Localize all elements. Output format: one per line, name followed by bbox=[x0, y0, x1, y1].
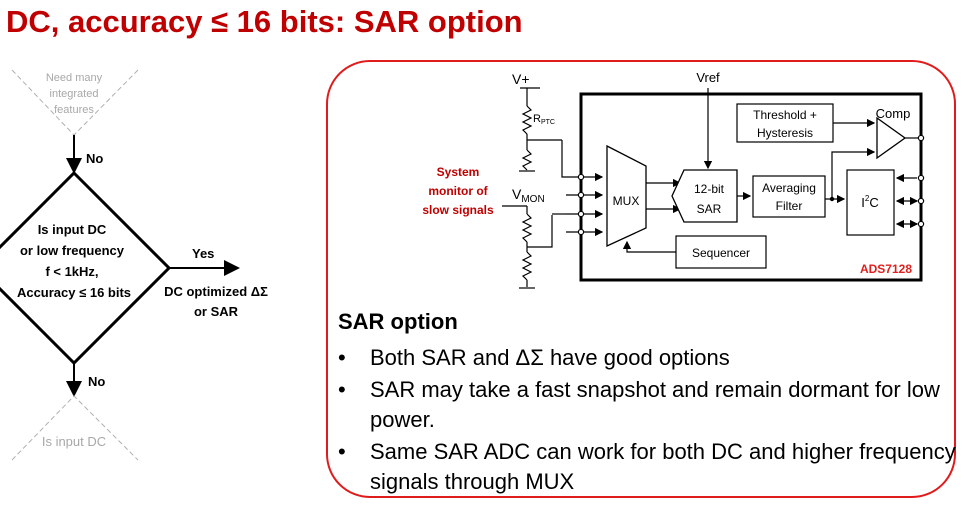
part-number: ADS7128 bbox=[860, 262, 912, 276]
i2c-pin-2 bbox=[917, 197, 925, 205]
decision-flowchart: Need many integrated features No Is inpu… bbox=[0, 69, 268, 461]
wire-to-mux-1 bbox=[561, 140, 604, 182]
threshold-line-1: Threshold + bbox=[753, 108, 817, 122]
averaging-filter-block bbox=[752, 175, 826, 218]
sar-option-panel bbox=[326, 60, 956, 498]
rptc-label: RPTC bbox=[533, 113, 555, 126]
system-label-line-1: System bbox=[437, 165, 480, 179]
threshold-line-2: Hysteresis bbox=[757, 126, 813, 140]
input-pin-3 bbox=[577, 210, 585, 218]
top-label-line-3: features bbox=[54, 104, 94, 116]
decision-line-4: Accuracy ≤ 16 bits bbox=[17, 285, 131, 300]
input-pin-4 bbox=[577, 228, 585, 236]
avg-line-1: Averaging bbox=[762, 181, 816, 195]
no-label-bottom: No bbox=[88, 374, 105, 389]
i2c-pin-3 bbox=[917, 220, 925, 228]
sar-line-1: 12-bit bbox=[694, 182, 725, 196]
wire-avg-comp bbox=[831, 147, 876, 199]
vref-label: Vref bbox=[696, 70, 720, 85]
bullet-item-2: • SAR may take a fast snapshot and remain… bbox=[338, 375, 958, 435]
mux-block bbox=[606, 144, 647, 248]
system-label-line-3: slow signals bbox=[422, 203, 494, 217]
decision-line-2: or low frequency bbox=[20, 243, 125, 258]
result-line-1: DC optimized ΔΣ bbox=[164, 284, 268, 299]
vplus-label: V+ bbox=[512, 71, 530, 87]
comp-output-pin bbox=[917, 134, 925, 142]
page-title: DC, accuracy ≤ 16 bits: SAR option bbox=[6, 4, 523, 39]
chip-outline bbox=[579, 92, 923, 282]
top-label-line-2: integrated bbox=[50, 88, 99, 100]
bullet-item-3: • Same SAR ADC can work for both DC and h… bbox=[338, 437, 958, 497]
no-label-top: No bbox=[86, 151, 103, 166]
vmon-label: VMON bbox=[512, 186, 545, 205]
i2c-pin-1 bbox=[917, 174, 925, 182]
bullet-item-1: • Both SAR and ΔΣ have good options bbox=[338, 343, 958, 373]
vmon-resistor-top bbox=[521, 213, 533, 243]
vmon-resistor-bottom bbox=[521, 251, 533, 281]
i2c-label: I2C bbox=[861, 194, 878, 210]
wire-sense-2 bbox=[527, 215, 553, 248]
sar-option-heading: SAR option bbox=[338, 309, 458, 334]
sar-option-bullets: • Both SAR and ΔΣ have good options • SAR … bbox=[338, 343, 958, 499]
input-pin-1 bbox=[577, 173, 585, 181]
next-decision-shape bbox=[11, 395, 139, 461]
bullet-text-3: Same SAR ADC can work for both DC and hi… bbox=[370, 439, 956, 494]
top-label-line-1: Need many bbox=[46, 72, 103, 84]
comp-label: Comp bbox=[876, 106, 911, 121]
rptc-resistor bbox=[521, 105, 533, 135]
mux-label: MUX bbox=[613, 194, 640, 208]
avg-line-2: Filter bbox=[776, 199, 803, 213]
system-label-line-2: monitor of bbox=[428, 184, 488, 198]
bottom-label: Is input DC bbox=[42, 434, 106, 449]
decision-line-1: Is input DC bbox=[38, 222, 107, 237]
threshold-block bbox=[736, 103, 834, 143]
bullet-marker: • bbox=[338, 439, 346, 464]
sar-block bbox=[671, 169, 738, 223]
sar-line-2: SAR bbox=[697, 202, 722, 216]
bullet-marker: • bbox=[338, 345, 346, 370]
bullet-marker: • bbox=[338, 377, 346, 402]
yes-label: Yes bbox=[192, 246, 214, 261]
comparator bbox=[876, 116, 907, 160]
lower-resistor-1 bbox=[521, 149, 533, 171]
wire-sequencer-mux bbox=[622, 240, 676, 253]
i2c-block bbox=[846, 169, 895, 236]
bullet-text-2: SAR may take a fast snapshot and remain … bbox=[370, 377, 940, 432]
bullet-text-1: Both SAR and ΔΣ have good options bbox=[370, 345, 730, 370]
input-pin-2 bbox=[577, 191, 585, 199]
decision-line-3: f < 1kHz, bbox=[45, 264, 98, 279]
sequencer-label: Sequencer bbox=[692, 246, 750, 260]
result-line-2: or SAR bbox=[194, 304, 239, 319]
